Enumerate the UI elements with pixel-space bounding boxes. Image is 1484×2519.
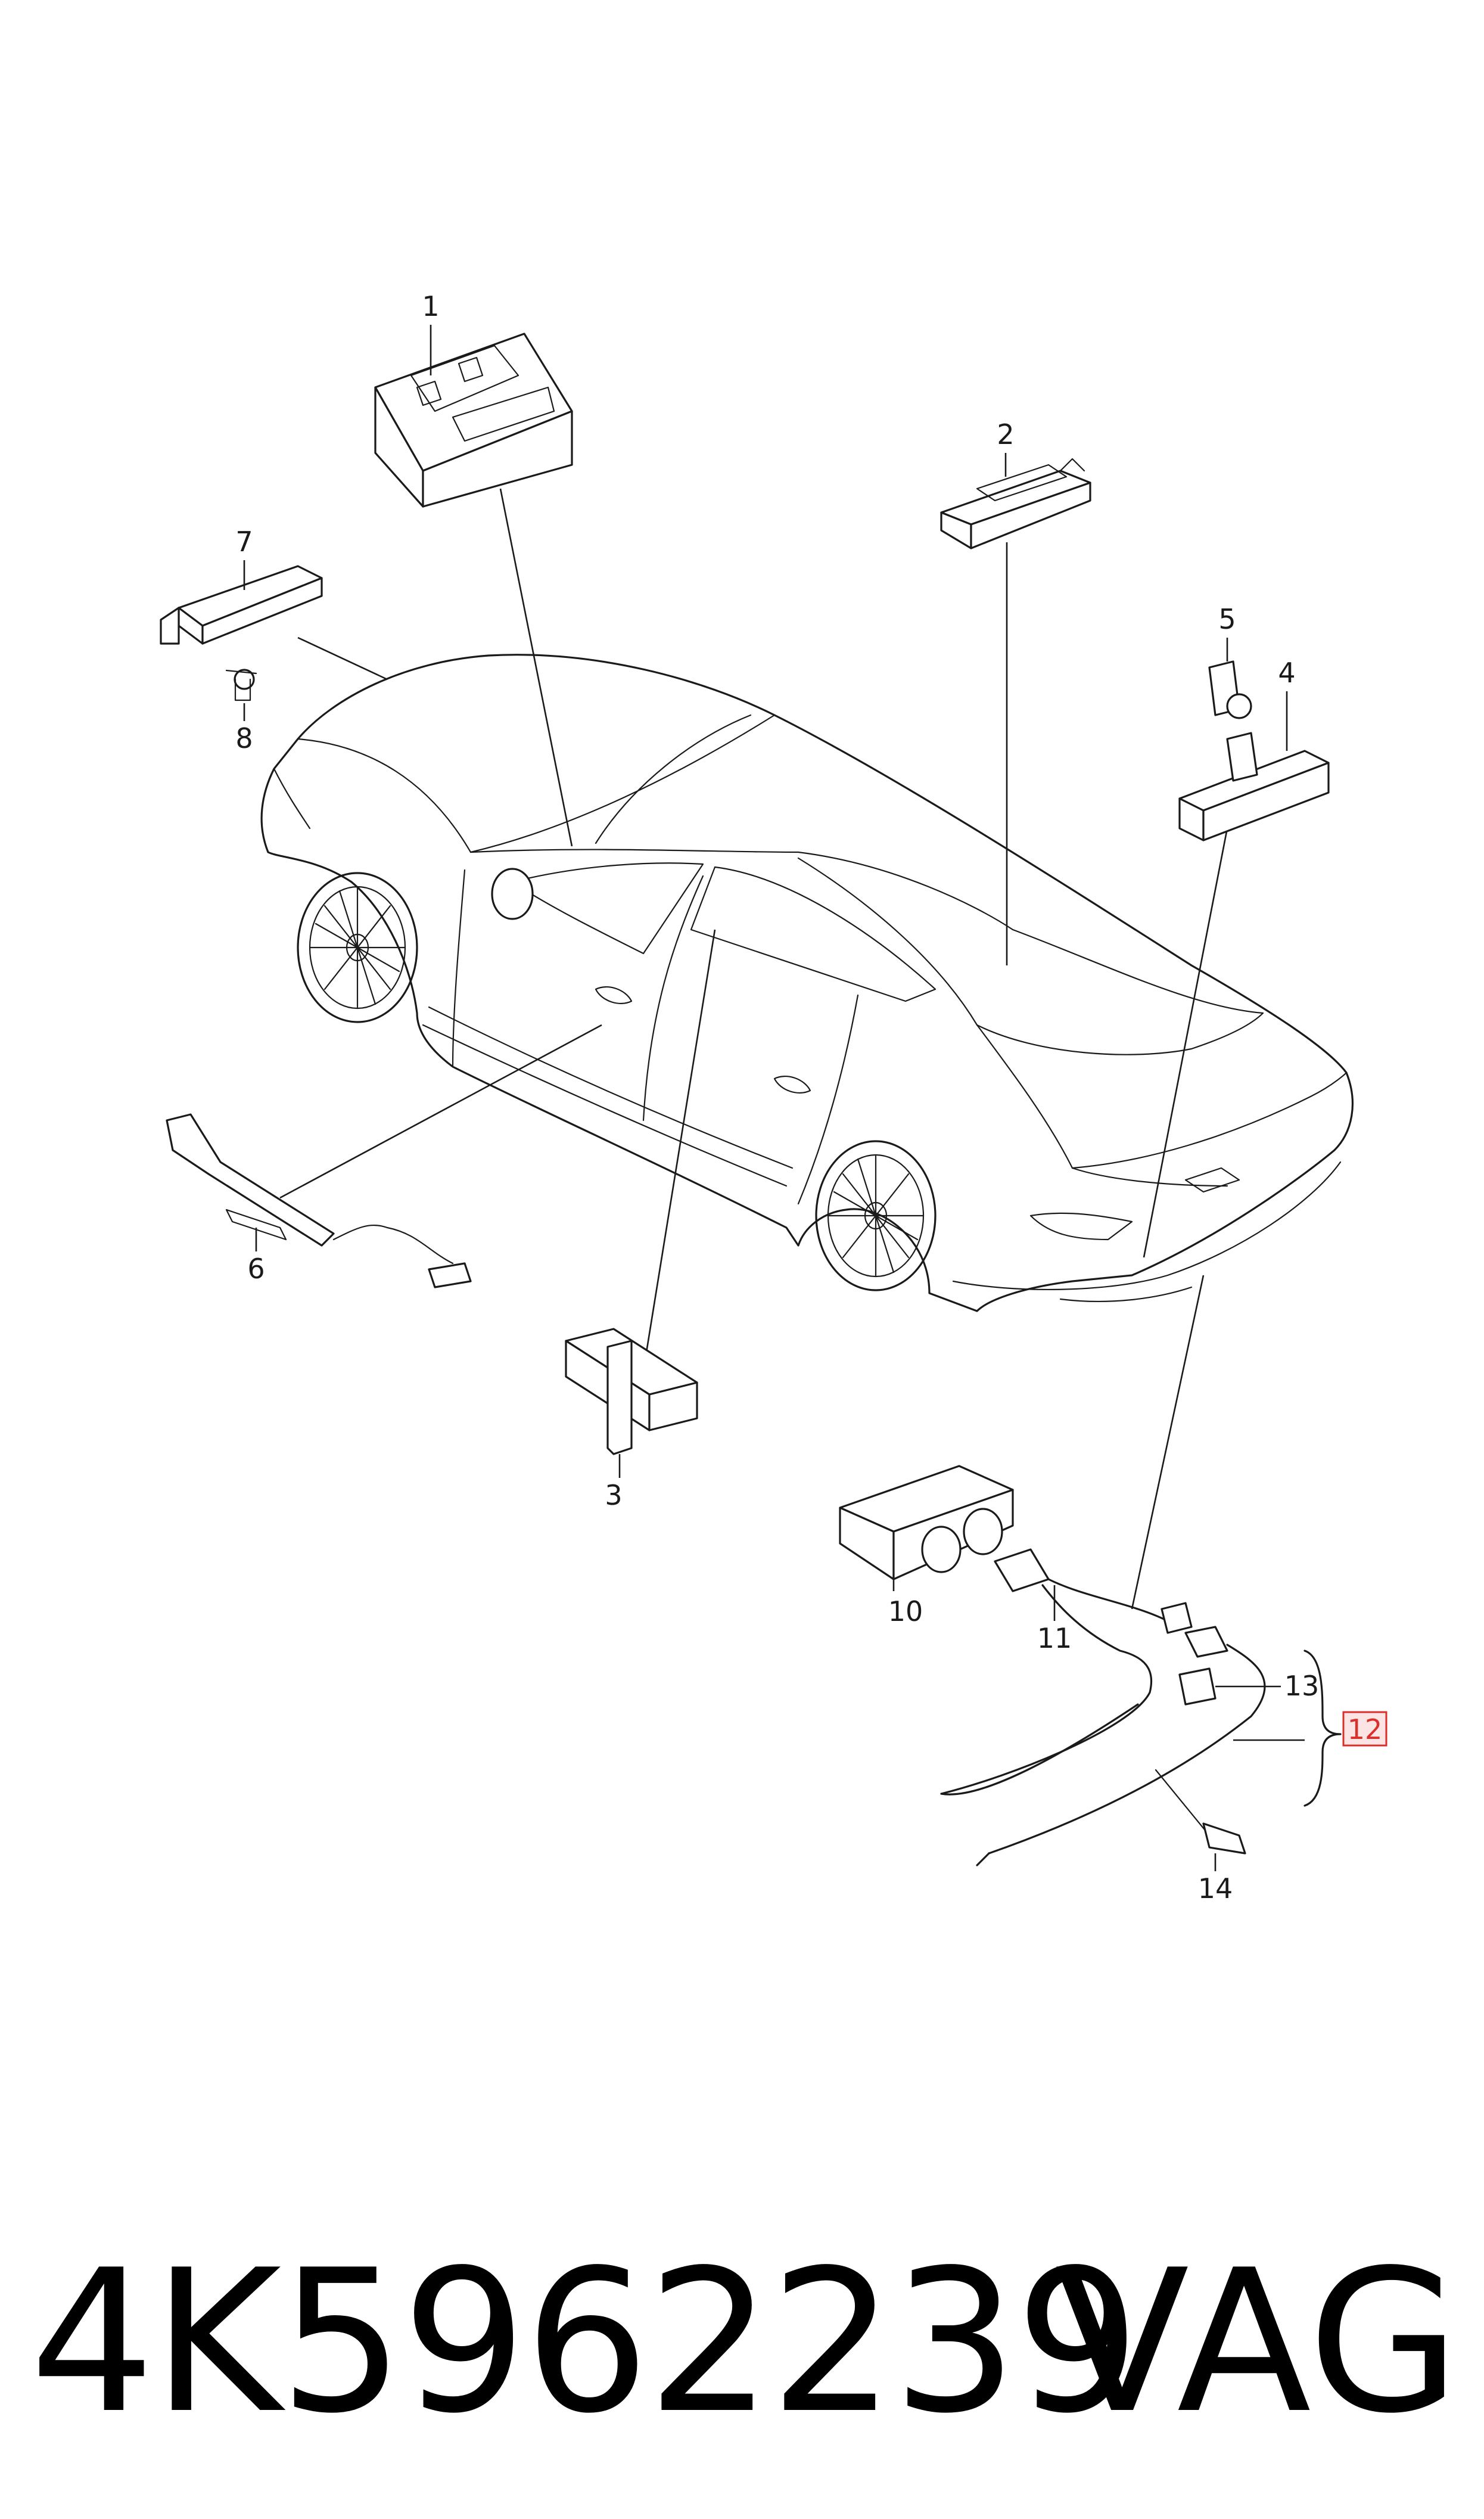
part-6-antenna — [166, 1113, 472, 1288]
part-7-sensor — [160, 560, 323, 645]
part-2-module — [940, 453, 1091, 549]
callout-7: 7 — [235, 526, 253, 558]
part-5-clip — [1208, 638, 1252, 719]
part-13-clip — [1178, 1667, 1281, 1706]
callout-8: 8 — [235, 722, 253, 754]
group-brace — [1303, 1650, 1342, 1807]
rear-wheel — [815, 1140, 937, 1291]
part-11-harness — [940, 1548, 1193, 1796]
front-wheel — [297, 872, 418, 1023]
brand-label: VAG — [1054, 2228, 1460, 2456]
part-14-cable-tie — [1155, 1769, 1246, 1871]
callout-10: 10 — [888, 1595, 923, 1627]
car-illustration — [260, 654, 1354, 1312]
part-4-module — [1178, 691, 1330, 841]
callout-12-highlight — [1342, 1711, 1387, 1747]
footer: 4K5962239 VAG — [0, 2205, 1484, 2479]
callout-1: 1 — [422, 290, 439, 322]
callout-14: 14 — [1198, 1872, 1233, 1905]
part-8-screw — [225, 669, 257, 721]
leader-lines — [279, 488, 1228, 1610]
callout-6: 6 — [247, 1253, 265, 1285]
callout-4: 4 — [1278, 657, 1295, 689]
callout-3: 3 — [605, 1479, 622, 1511]
callout-12: 12 — [1348, 1713, 1383, 1745]
callout-5: 5 — [1218, 603, 1236, 635]
callout-13: 13 — [1284, 1670, 1320, 1702]
part-10-control-unit — [839, 1465, 1014, 1591]
callout-11: 11 — [1037, 1622, 1072, 1654]
part-12-antenna-cable — [976, 1626, 1266, 1866]
callout-2: 2 — [997, 418, 1014, 451]
part-1-control-unit — [374, 325, 573, 508]
callout-labels: 1 2 3 4 5 6 7 8 10 11 13 14 12 — [235, 290, 1387, 1905]
part-3-module — [565, 1328, 698, 1478]
part-number: 4K5962239 — [30, 2228, 1140, 2456]
